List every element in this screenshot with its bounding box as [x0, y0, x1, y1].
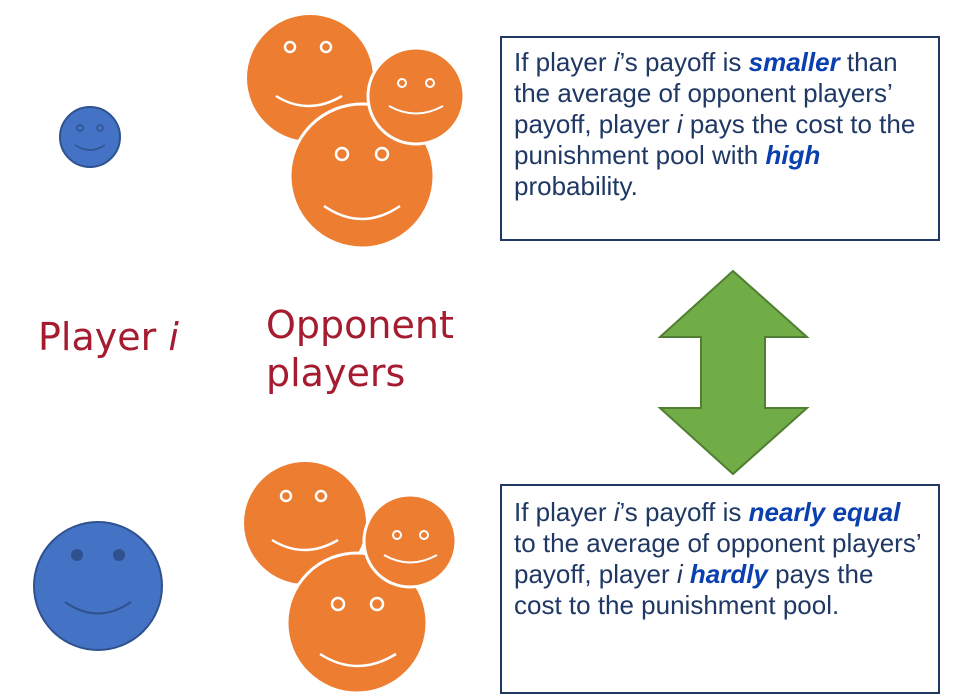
player-label-prefix: Player: [38, 315, 169, 359]
opponent-label-line2: players: [266, 351, 406, 395]
variable-i: i: [613, 47, 620, 77]
text-segment: [683, 559, 690, 589]
text-segment: ’s payoff is: [619, 497, 749, 527]
text-segment: pays the cost to the punishment pool.: [514, 559, 874, 620]
emphasis-high: high: [765, 140, 821, 170]
emphasis-smaller: smaller: [748, 47, 840, 77]
opponent-face: [285, 551, 429, 695]
opponent-face: [362, 493, 458, 589]
top-rule-box: If player i’s payoff is smaller than the…: [500, 36, 940, 241]
opponent-faces-top: [247, 15, 466, 250]
opponent-face: [244, 462, 366, 584]
emphasis-hardly: hardly: [689, 559, 768, 589]
emphasis-nearly-equal: nearly equal: [748, 497, 901, 527]
text-segment: to the average of opponent players’ payo…: [514, 528, 921, 589]
text-segment: probability.: [514, 171, 638, 201]
text-segment: than the average of opponent players’ pa…: [514, 47, 898, 139]
opponent-label-line1: Opponent: [266, 303, 454, 347]
text-segment: pays the cost to the punishment pool wit…: [514, 109, 916, 170]
player-label-var: i: [168, 315, 179, 359]
text-segment: ’s payoff is: [619, 47, 749, 77]
bottom-rule-box: If player i’s payoff is nearly equal to …: [500, 484, 940, 694]
variable-i: i: [676, 109, 683, 139]
text-segment: If player: [514, 497, 614, 527]
player-face-small: [59, 106, 121, 168]
double-arrow-icon: [657, 269, 810, 476]
player-face-large: [33, 521, 163, 651]
text-segment: If player: [514, 47, 614, 77]
opponent-players-label: Opponent players: [266, 301, 454, 397]
opponent-faces-bottom: [244, 462, 458, 695]
variable-i: i: [676, 559, 683, 589]
variable-i: i: [613, 497, 620, 527]
player-i-label: Player i: [38, 313, 179, 361]
opponent-face: [366, 46, 466, 146]
